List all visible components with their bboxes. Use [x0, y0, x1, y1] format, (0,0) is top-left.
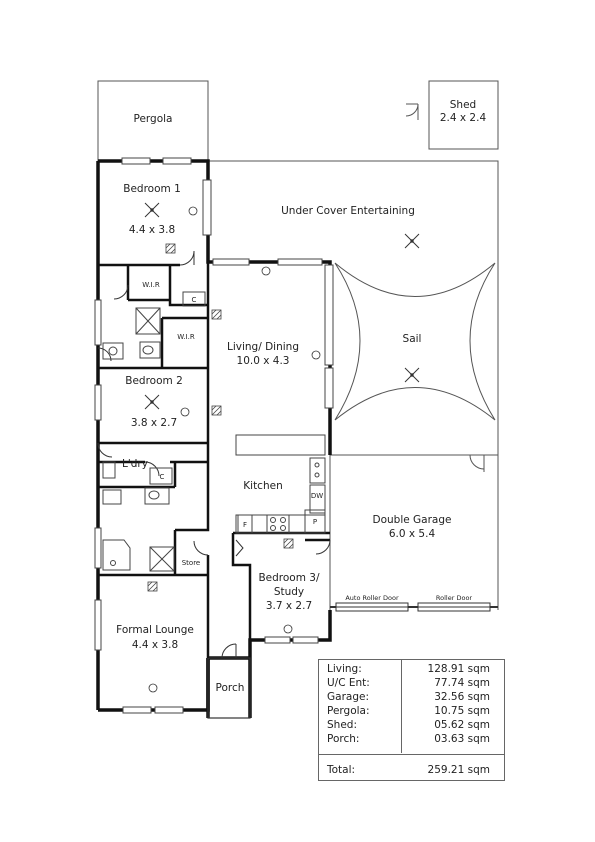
- roller-door-label: Roller Door: [436, 594, 473, 602]
- ceiling-fans: [144, 202, 420, 410]
- total-row: Total: 259.21 sqm: [319, 763, 504, 777]
- under-cover-outline: [208, 160, 499, 456]
- area-value: 10.75 sqm: [434, 705, 490, 717]
- vanity-ensuite: [102, 342, 124, 360]
- vanity-bath: [102, 489, 122, 505]
- sail-shape: [334, 262, 496, 421]
- fridge-label: F: [243, 521, 247, 529]
- roller-doors: [330, 602, 498, 612]
- vent-icon: [211, 405, 222, 416]
- area-row: U/C Ent: 77.74 sqm: [319, 676, 504, 690]
- toilet-ensuite: [139, 341, 161, 359]
- auto-roller-door-label: Auto Roller Door: [345, 594, 399, 602]
- total-label: Total:: [327, 764, 356, 776]
- area-value: 05.62 sqm: [434, 719, 490, 731]
- double-garage-label: Double Garage: [373, 514, 452, 526]
- formal-lounge-size: 4.4 x 3.8: [132, 639, 178, 651]
- area-table-total-divider: [319, 754, 504, 755]
- bedroom1-label: Bedroom 1: [123, 183, 181, 195]
- vents: [147, 243, 294, 592]
- light-icon: [180, 407, 190, 417]
- area-value: 03.63 sqm: [434, 733, 490, 745]
- area-label: Pergola:: [327, 705, 370, 717]
- kitchen-bench: [235, 514, 326, 534]
- fixture-labels: C C DW F P Auto Roller Door Roller Door: [160, 296, 473, 602]
- area-schedule: Living: 128.91 sqm U/C Ent: 77.74 sqm Ga…: [318, 659, 505, 781]
- living-dining-size: 10.0 x 4.3: [237, 355, 290, 367]
- bath-tub: [102, 539, 131, 571]
- vent-icon: [165, 243, 176, 254]
- bedroom3-size: 3.7 x 2.7: [266, 600, 312, 612]
- light-icon: [188, 206, 198, 216]
- fixtures: [102, 291, 326, 572]
- under-cover-label: Under Cover Entertaining: [281, 205, 415, 217]
- area-label: Porch:: [327, 733, 360, 745]
- area-label: Living:: [327, 663, 362, 675]
- laundry-trough: [102, 461, 116, 479]
- light-icon: [261, 266, 271, 276]
- store-label: Store: [182, 559, 201, 567]
- pantry-label: P: [313, 518, 317, 526]
- area-value: 77.74 sqm: [434, 677, 490, 689]
- area-row: Living: 128.91 sqm: [319, 662, 504, 676]
- area-label: Shed:: [327, 719, 357, 731]
- shower-ensuite: [135, 307, 161, 335]
- area-label: Garage:: [327, 691, 369, 703]
- shower-bath: [149, 546, 175, 572]
- porch-outline: [207, 657, 251, 719]
- bedroom2-label: Bedroom 2: [125, 375, 183, 387]
- cupboard-label: C: [192, 296, 197, 304]
- bedroom1-size: 4.4 x 3.8: [129, 224, 175, 236]
- vent-icon: [211, 309, 222, 320]
- lights: [148, 206, 321, 693]
- living-dining-label: Living/ Dining: [227, 341, 299, 353]
- light-icon: [148, 683, 158, 693]
- garage-door-swing: [469, 454, 485, 470]
- cooktop: [266, 514, 290, 534]
- fan-hub: [410, 373, 414, 377]
- fan-hub: [410, 239, 414, 243]
- windows: [94, 157, 334, 714]
- area-value: 32.56 sqm: [434, 691, 490, 703]
- fan-hub: [150, 208, 154, 212]
- toilet-bath: [144, 487, 170, 505]
- light-icon: [283, 624, 293, 634]
- laundry-label: L'dry: [122, 458, 148, 470]
- room-labels: Pergola Shed 2.4 x 2.4 Bedroom 1 4.4 x 3…: [116, 99, 486, 694]
- doors: [97, 250, 331, 659]
- dishwasher-label: DW: [311, 492, 323, 500]
- shed-size: 2.4 x 2.4: [440, 112, 487, 124]
- area-row: Pergola: 10.75 sqm: [319, 704, 504, 718]
- area-row: Garage: 32.56 sqm: [319, 690, 504, 704]
- wir1-label: W.I.R: [142, 281, 160, 289]
- porch-label: Porch: [216, 682, 245, 694]
- shed-door-swing: [405, 103, 419, 117]
- formal-lounge-label: Formal Lounge: [116, 624, 194, 636]
- vent-icon: [147, 581, 158, 592]
- pergola-label: Pergola: [134, 113, 173, 125]
- total-value: 259.21 sqm: [427, 764, 490, 776]
- cupboard-label: C: [160, 473, 165, 481]
- area-label: U/C Ent:: [327, 677, 370, 689]
- double-garage-size: 6.0 x 5.4: [389, 528, 436, 540]
- area-row: Porch: 03.63 sqm: [319, 732, 504, 746]
- shed-label: Shed: [450, 99, 476, 111]
- area-value: 128.91 sqm: [427, 663, 490, 675]
- bedroom3-label-2: Study: [274, 586, 304, 598]
- vent-icon: [283, 538, 294, 549]
- bedroom3-label: Bedroom 3/: [258, 572, 320, 584]
- light-icon: [311, 350, 321, 360]
- kitchen-label: Kitchen: [243, 480, 282, 492]
- bedroom2-size: 3.8 x 2.7: [131, 417, 177, 429]
- area-table-divider: [401, 660, 402, 753]
- shed-outline: [428, 80, 499, 150]
- kitchen-island: [235, 434, 326, 456]
- fan-hub: [150, 400, 154, 404]
- sail-label: Sail: [403, 333, 422, 345]
- area-row: Shed: 05.62 sqm: [319, 718, 504, 732]
- wir2-label: W.I.R: [177, 333, 195, 341]
